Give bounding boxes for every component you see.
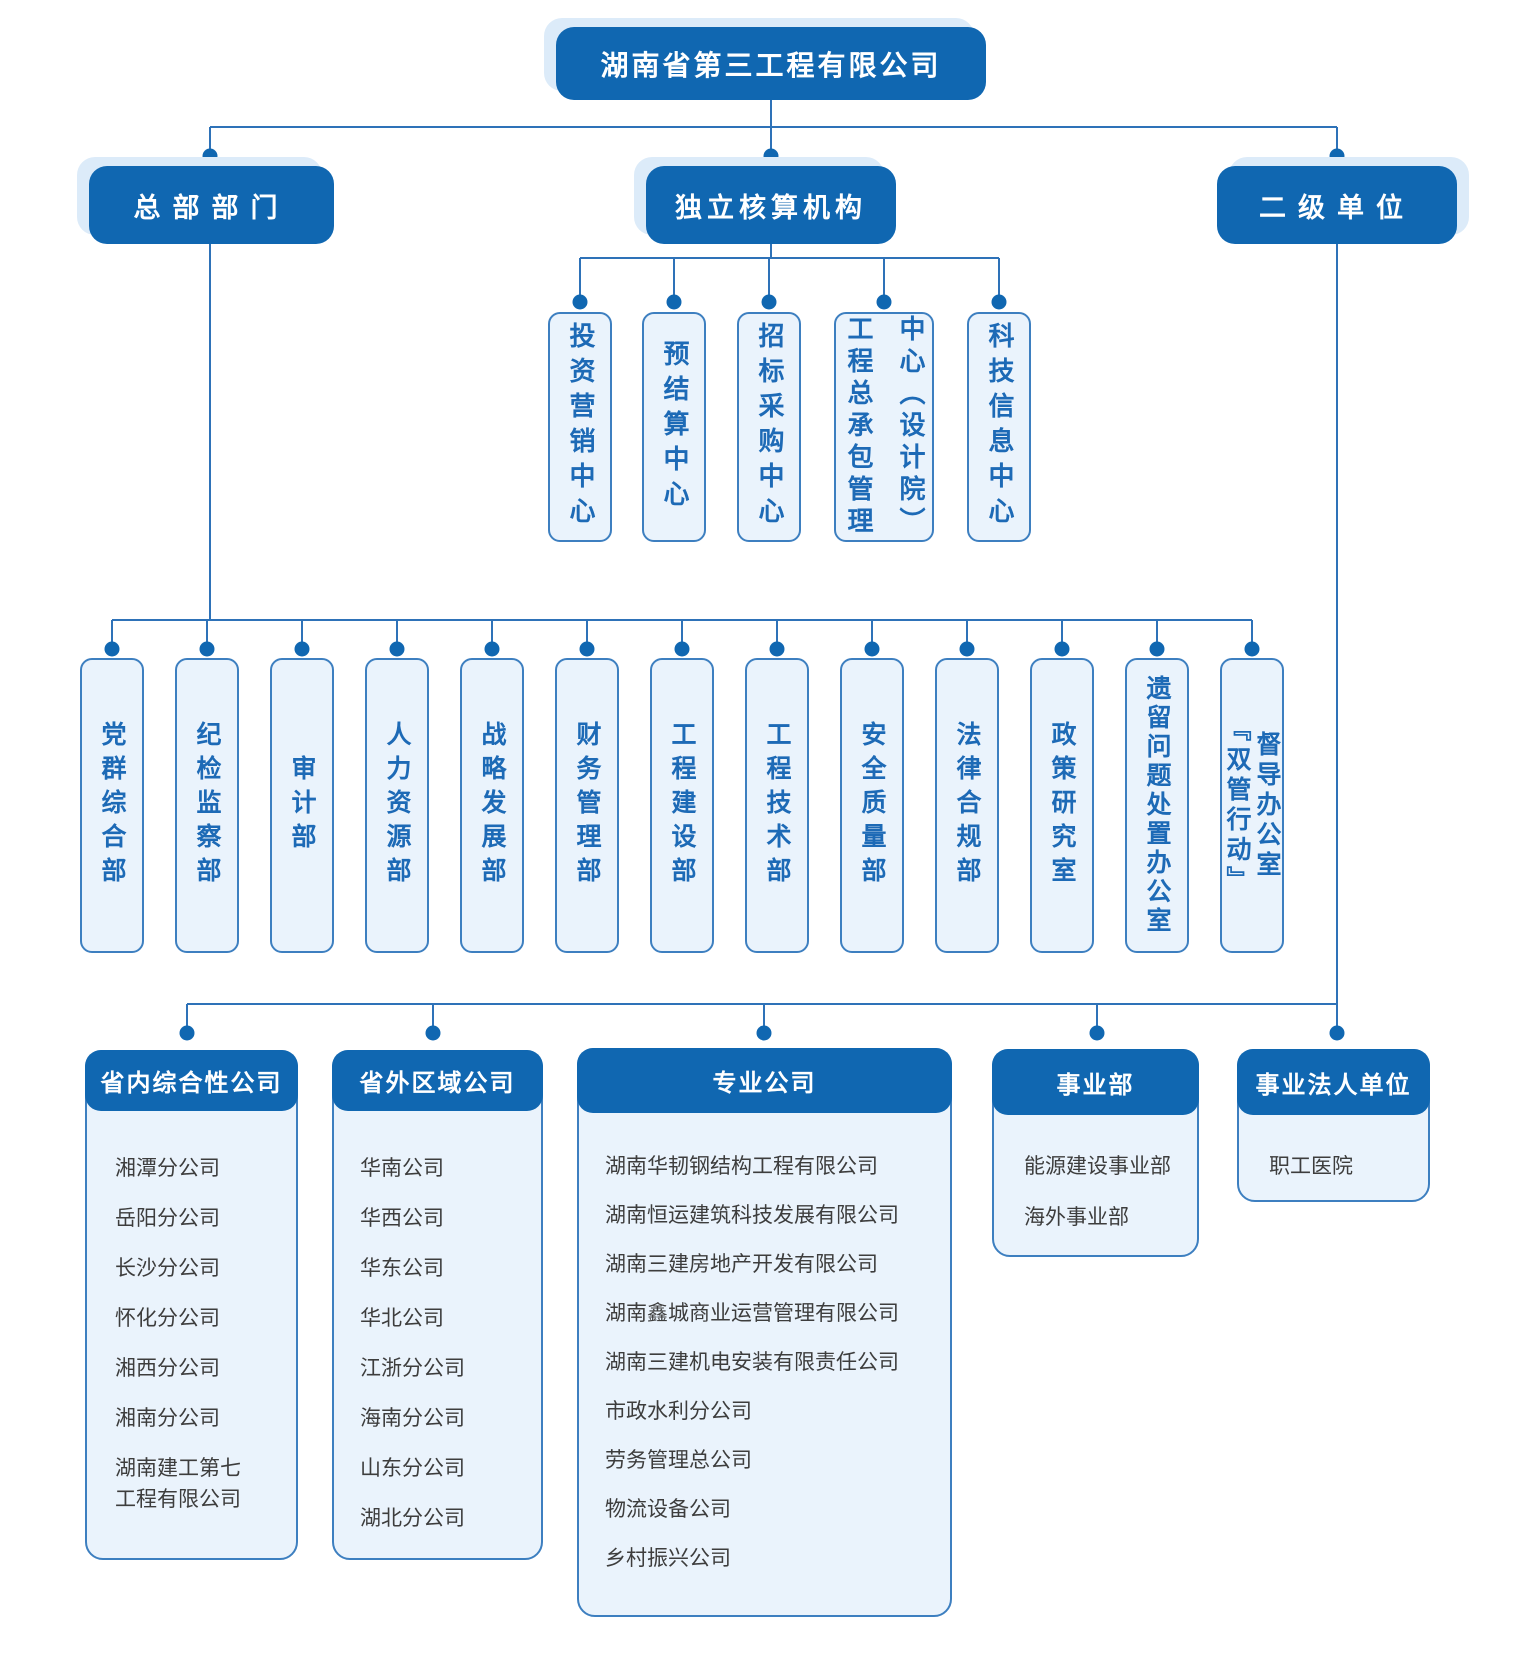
group-card-specialized-companies: 专业公司 湖南华韧钢结构工程有限公司 湖南恒运建筑科技发展有限公司 湖南三建房地… — [577, 1048, 952, 1617]
group-item: 山东分公司 — [360, 1456, 465, 1480]
node-label: 招标采购中心 — [754, 322, 784, 532]
node-safety-quality-dept: 安全质量部 — [840, 658, 904, 953]
group-item: 海南分公司 — [360, 1406, 465, 1430]
group-item: 湘南分公司 — [115, 1406, 220, 1430]
org-root-label: 湖南省第三工程有限公司 — [600, 48, 942, 82]
node-label: 工程技术部 — [763, 720, 792, 891]
group-item: 乡村振兴公司 — [605, 1546, 731, 1570]
node-dual-management-office: 『双管行动』 督导办公室 — [1220, 658, 1284, 953]
group-item: 湖南三建机电安装有限责任公司 — [605, 1350, 899, 1374]
node-label: 预结算中心 — [659, 339, 689, 515]
node-strategy-dept: 战略发展部 — [460, 658, 524, 953]
branch-independent-label: 独立核算机构 — [675, 192, 867, 224]
org-root-node: 湖南省第三工程有限公司 — [556, 27, 986, 100]
node-investment-marketing-center: 投资营销中心 — [548, 312, 612, 542]
group-item: 劳务管理总公司 — [605, 1448, 752, 1472]
group-title: 省外区域公司 — [359, 1069, 516, 1097]
node-policy-research-office: 政策研究室 — [1030, 658, 1094, 953]
group-card-header: 专业公司 — [577, 1048, 952, 1113]
group-card-regional-companies: 省外区域公司 华南公司 华西公司 华东公司 华北公司 江浙分公司 海南分公司 山… — [332, 1050, 543, 1560]
branch-node-secondary: 二级单位 — [1217, 166, 1457, 244]
group-item: 湖南恒运建筑科技发展有限公司 — [605, 1203, 899, 1227]
group-item: 湖北分公司 — [360, 1506, 465, 1530]
node-label: 遗留问题处置办公室 — [1143, 675, 1172, 936]
group-item: 职工医院 — [1269, 1154, 1353, 1178]
node-label: 科技信息中心 — [984, 322, 1014, 532]
node-bidding-procurement-center: 招标采购中心 — [737, 312, 801, 542]
group-card-business-divisions: 事业部 能源建设事业部 海外事业部 — [992, 1049, 1199, 1257]
node-label: 人力资源部 — [383, 720, 412, 891]
node-legal-compliance-dept: 法律合规部 — [935, 658, 999, 953]
group-item: 湘西分公司 — [115, 1356, 220, 1380]
node-label: 安全质量部 — [858, 720, 887, 891]
node-label: 政策研究室 — [1048, 720, 1077, 891]
group-item: 怀化分公司 — [115, 1306, 220, 1330]
node-label: 审计部 — [288, 754, 317, 857]
branch-node-hq: 总部部门 — [89, 166, 334, 244]
node-hr-dept: 人力资源部 — [365, 658, 429, 953]
node-label: 战略发展部 — [478, 720, 507, 891]
group-item: 华北公司 — [360, 1306, 444, 1330]
group-item: 华西公司 — [360, 1206, 444, 1230]
branch-node-independent: 独立核算机构 — [646, 166, 896, 244]
node-tech-info-center: 科技信息中心 — [967, 312, 1031, 542]
group-item: 湖南华韧钢结构工程有限公司 — [605, 1154, 878, 1178]
node-label: 党群综合部 — [98, 720, 127, 891]
group-item: 物流设备公司 — [605, 1497, 731, 1521]
group-item: 江浙分公司 — [360, 1356, 465, 1380]
node-pre-settlement-center: 预结算中心 — [642, 312, 706, 542]
group-item: 海外事业部 — [1024, 1205, 1129, 1229]
node-discipline-inspection-dept: 纪检监察部 — [175, 658, 239, 953]
branch-hq-label: 总部部门 — [133, 192, 290, 224]
node-engineering-tech-dept: 工程技术部 — [745, 658, 809, 953]
group-item: 长沙分公司 — [115, 1256, 220, 1280]
group-card-header: 事业法人单位 — [1237, 1049, 1430, 1115]
group-card-header: 事业部 — [992, 1049, 1199, 1115]
node-label: 工程建设部 — [668, 720, 697, 891]
group-item: 市政水利分公司 — [605, 1399, 752, 1423]
node-epc-management-center: 工程总承包管理 中心（设计院） — [834, 312, 934, 542]
group-title: 省内综合性公司 — [100, 1069, 283, 1097]
node-audit-dept: 审计部 — [270, 658, 334, 953]
node-label: 纪检监察部 — [193, 720, 222, 891]
group-card-provincial-companies: 省内综合性公司 湘潭分公司 岳阳分公司 长沙分公司 怀化分公司 湘西分公司 湘南… — [85, 1050, 298, 1560]
group-item: 湖南鑫城商业运营管理有限公司 — [605, 1301, 899, 1325]
group-card-legal-entities: 事业法人单位 职工医院 — [1237, 1049, 1430, 1202]
group-title: 事业部 — [1056, 1070, 1135, 1099]
node-label: 财务管理部 — [573, 720, 602, 891]
group-item: 湖南三建房地产开发有限公司 — [605, 1252, 878, 1276]
node-party-mass-dept: 党群综合部 — [80, 658, 144, 953]
node-label: 『双管行动』 督导办公室 — [1223, 715, 1282, 896]
group-item: 湖南建工第七 工程有限公司 — [115, 1456, 241, 1511]
group-title: 事业法人单位 — [1255, 1070, 1412, 1099]
group-item: 湘潭分公司 — [115, 1156, 220, 1180]
group-card-header: 省内综合性公司 — [85, 1050, 298, 1111]
group-item: 华东公司 — [360, 1256, 444, 1280]
group-item: 能源建设事业部 — [1024, 1154, 1171, 1178]
node-label: 法律合规部 — [953, 720, 982, 891]
node-legacy-issues-office: 遗留问题处置办公室 — [1125, 658, 1189, 953]
group-item: 华南公司 — [360, 1156, 444, 1180]
node-construction-dept: 工程建设部 — [650, 658, 714, 953]
group-title: 专业公司 — [712, 1069, 817, 1097]
node-finance-dept: 财务管理部 — [555, 658, 619, 953]
group-item: 岳阳分公司 — [115, 1206, 220, 1230]
group-card-header: 省外区域公司 — [332, 1050, 543, 1111]
node-label: 投资营销中心 — [565, 322, 595, 532]
branch-secondary-label: 二级单位 — [1259, 192, 1415, 224]
node-label: 工程总承包管理 中心（设计院） — [843, 315, 925, 539]
